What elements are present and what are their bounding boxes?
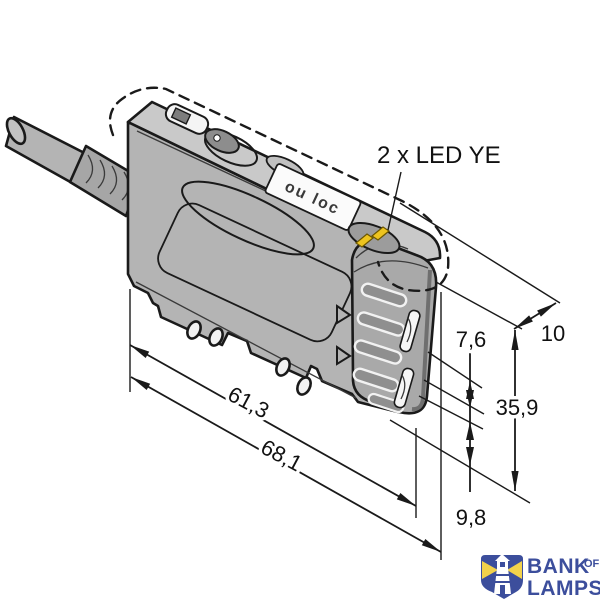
cover-open-dashed-outline (108, 86, 450, 292)
mode-switch (164, 103, 210, 135)
side-oval-detail (181, 180, 315, 256)
ext-line-top-edge (399, 202, 561, 304)
ext-line-port-1 (427, 351, 483, 389)
lighthouse-icon (481, 554, 523, 599)
dim-port-spacing: 7,6 9,8 (452, 324, 490, 534)
port-mark-top-triangle (336, 304, 352, 325)
dim-label-9-8: 9,8 (456, 505, 487, 530)
led-indicators (347, 221, 401, 255)
dim-housing-width: 10 (513, 302, 569, 350)
callout-led: 2 x LED YE (377, 142, 501, 231)
logo-word-of: OF (584, 558, 600, 570)
dim-label-61-3: 61,3 (224, 381, 274, 423)
led-yellow-1 (354, 233, 375, 248)
ext-line-port-2 (423, 379, 485, 415)
ext-line-mid-edge (435, 281, 523, 330)
cable (4, 115, 142, 218)
dim-label-10: 10 (541, 321, 565, 346)
adjustment-knob (204, 128, 258, 167)
led-yellow-2 (370, 226, 391, 241)
fiber-clamp (350, 239, 438, 415)
device-label: ou loc (264, 163, 362, 231)
strain-relief (68, 144, 142, 218)
logo-wordmark: BANK OF LAMPS (527, 555, 600, 600)
dim-label-35-9: 35,9 (496, 395, 539, 420)
sensor-device: ou loc (4, 86, 450, 415)
dim-housing-height: 35,9 (492, 330, 542, 491)
logo-word-lamps: LAMPS (527, 577, 600, 600)
brand-logo: BANK OF LAMPS (481, 554, 600, 600)
led-callout-label: 2 x LED YE (377, 142, 501, 169)
ext-line-port-3 (418, 395, 484, 430)
ext-line-bottom-edge (389, 419, 531, 504)
dim-label-7-6: 7,6 (456, 327, 487, 352)
logo-word-bank: BANK (527, 555, 590, 578)
